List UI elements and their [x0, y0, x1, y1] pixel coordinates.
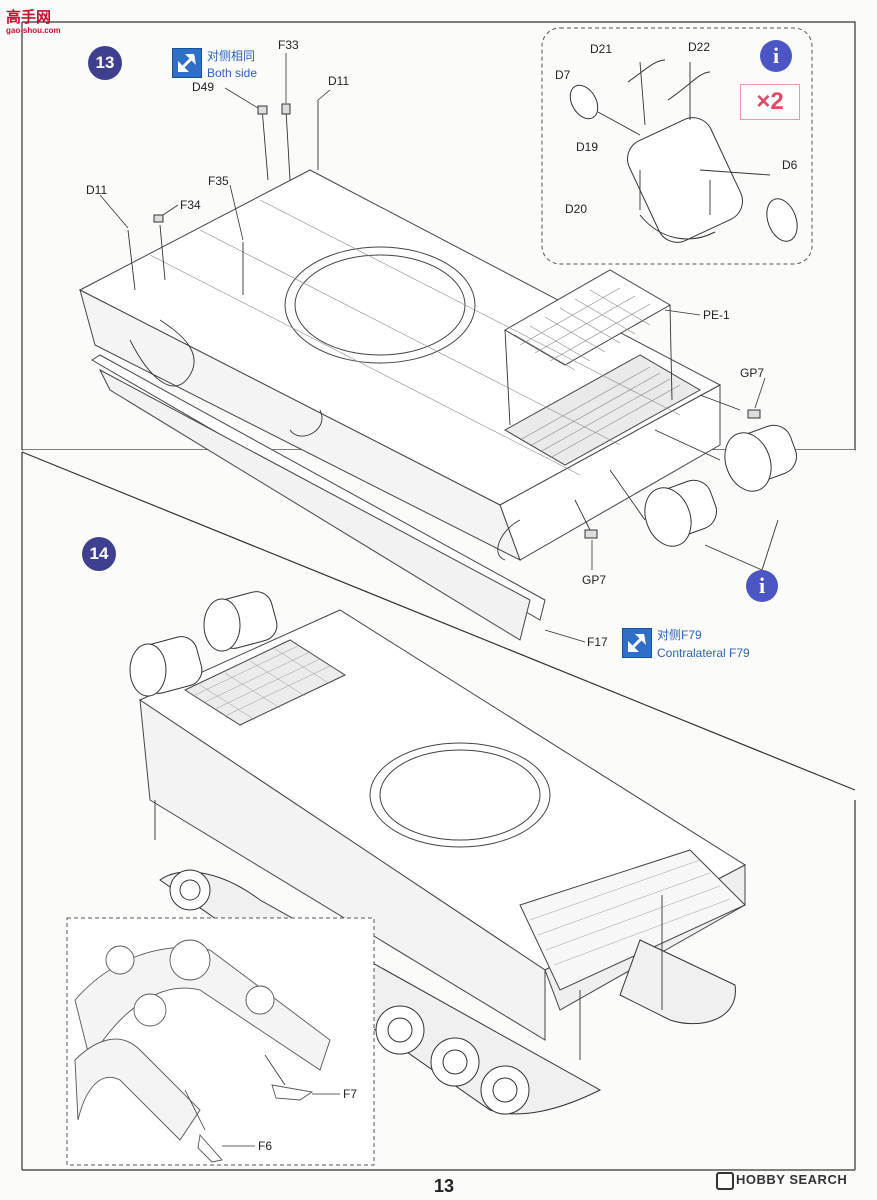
detail-inset-art: [74, 939, 331, 1163]
part-label-f33: F33: [278, 38, 299, 52]
both-side-note-cn: 对侧相同: [207, 49, 256, 63]
step14-mufflers: [129, 591, 278, 697]
part-label-f35: F35: [208, 174, 229, 188]
step-13-badge: 13: [88, 46, 122, 80]
step14-hull: [138, 609, 747, 1041]
part-label-f17: F17: [587, 635, 608, 649]
part-label-f6: F6: [258, 1139, 273, 1153]
brand-name: HOBBY SEARCH: [736, 1172, 848, 1187]
part-label-d11-left: D11: [86, 183, 108, 197]
quantity-multiplier: ×2: [740, 84, 800, 120]
part-label-f34: F34: [180, 198, 201, 212]
part-label-d49: D49: [192, 80, 215, 94]
part-label-d22: D22: [688, 40, 711, 54]
step-14-badge: 14: [82, 537, 116, 571]
part-label-d21: D21: [590, 42, 613, 56]
part-label-pe1: PE-1: [703, 308, 730, 322]
contralateral-note-en: Contralateral F79: [657, 646, 750, 660]
part-label-d20: D20: [565, 202, 588, 216]
step-separator: [21, 451, 856, 791]
hobby-search-logo-icon: [716, 1172, 734, 1190]
both-side-note-en: Both side: [207, 66, 258, 80]
info-icon-inset: i: [760, 40, 792, 72]
inset-muffler: [569, 59, 798, 243]
info-icon-muffler: i: [746, 570, 778, 602]
site-watermark-url: gao-shou.com: [6, 26, 61, 35]
part-label-d19: D19: [576, 140, 599, 154]
step13-hull: [78, 169, 722, 641]
part-label-d6: D6: [782, 158, 798, 172]
part-label-gp7-bottom: GP7: [582, 573, 607, 587]
arrow-diagonal-icon: [622, 628, 652, 658]
part-label-d11-top: D11: [328, 74, 350, 88]
part-label-d7: D7: [555, 68, 571, 82]
contralateral-note-cn: 对侧F79: [657, 628, 702, 642]
part-label-f7: F7: [343, 1087, 358, 1101]
arrow-diagonal-icon: [172, 48, 202, 78]
page-number: 13: [434, 1176, 455, 1196]
step13-mufflers: [644, 424, 797, 547]
site-watermark-logo: 高手网: [6, 9, 52, 26]
part-label-gp7-right: GP7: [740, 366, 765, 380]
